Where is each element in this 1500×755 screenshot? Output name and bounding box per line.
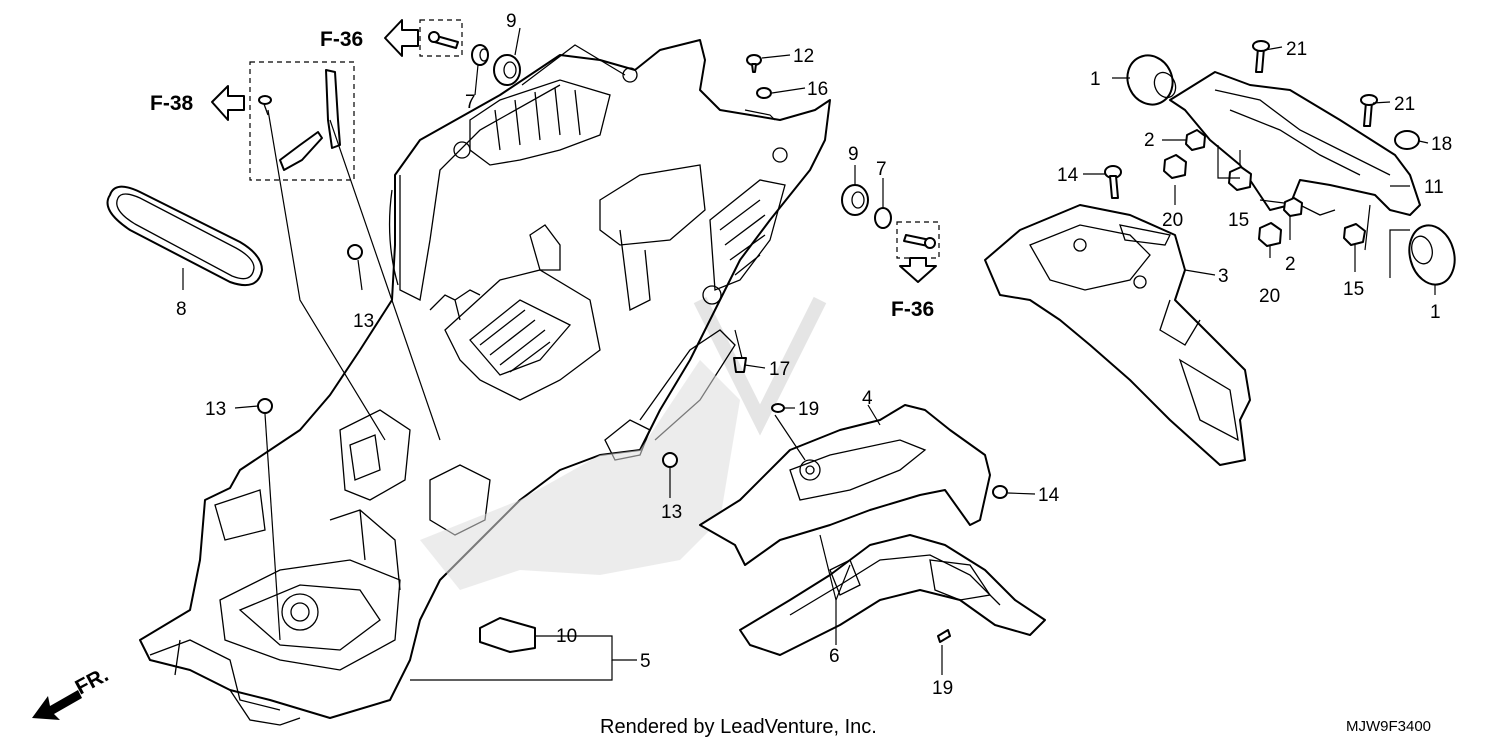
rear-fender-part: [139, 39, 831, 726]
label-1-b: 1: [1430, 302, 1441, 323]
label-19-b: 19: [932, 678, 953, 699]
label-2-b: 2: [1285, 254, 1296, 275]
label-17: 17: [769, 359, 790, 380]
mud-guard-part: [739, 534, 1046, 656]
label-21-a: 21: [1286, 39, 1307, 60]
front-arrow: [32, 690, 82, 720]
bolt-14-b: [992, 485, 1008, 499]
nut-15-b: [1343, 223, 1366, 246]
diagram-code: MJW9F3400: [1346, 718, 1432, 735]
bolt-21-b: [1360, 94, 1378, 127]
label-5: 5: [640, 651, 651, 672]
grommet-18: [1394, 130, 1420, 150]
collar-7-right: [874, 207, 892, 229]
reflector-right-part: [1408, 224, 1456, 286]
f36-top-arrow: [384, 19, 419, 57]
f36-top-box: [419, 19, 463, 57]
label-2-a: 2: [1144, 130, 1155, 151]
label-16: 16: [807, 79, 828, 100]
f38-group: [249, 61, 355, 181]
washer-16: [756, 87, 772, 99]
f38-arrow: [211, 85, 245, 121]
ref-f38: F-38: [150, 92, 194, 115]
label-14-b: 14: [1038, 485, 1060, 506]
ref-f36-right: F-36: [891, 298, 934, 321]
part-labels: 1 1 2 2 3 4 5 6 7 7 8 9 9 10 11 12 13 13…: [176, 11, 1452, 699]
label-14-a: 14: [1057, 165, 1079, 186]
label-11: 11: [1424, 177, 1444, 198]
bolt-13-a: [347, 244, 363, 260]
leader-lines: [182, 27, 1436, 681]
reflector-left-part: [1126, 54, 1177, 106]
label-7-a: 7: [465, 92, 476, 113]
label-13-b: 13: [205, 399, 226, 420]
reflector-stay-part: [1169, 71, 1421, 216]
label-12: 12: [793, 46, 814, 67]
cushion-part: [479, 617, 536, 653]
nut-2-b: [1283, 197, 1303, 217]
screw-12: [746, 54, 762, 73]
nut-20-b: [1258, 222, 1282, 247]
render-credit: Rendered by LeadVenture, Inc.: [600, 716, 877, 738]
ref-f36-top: F-36: [320, 28, 363, 51]
label-13-a: 13: [353, 311, 374, 332]
label-7-b: 7: [876, 159, 887, 180]
bolt-13-c: [662, 452, 678, 468]
label-20-a: 20: [1162, 210, 1183, 231]
label-13-c: 13: [661, 502, 682, 523]
grommet-9-left: [493, 54, 521, 86]
label-4: 4: [862, 388, 873, 409]
nut-2-a: [1185, 129, 1206, 151]
grommet-9-right: [841, 184, 869, 216]
label-18: 18: [1431, 134, 1452, 155]
label-21-b: 21: [1394, 94, 1415, 115]
label-9-b: 9: [848, 144, 859, 165]
label-19-a: 19: [798, 399, 819, 420]
license-bracket-part: [984, 204, 1251, 466]
screw-19-b: [937, 629, 951, 643]
label-9-a: 9: [506, 11, 517, 32]
collar-7-left: [471, 44, 489, 66]
fender-shading: [420, 360, 740, 590]
footer: Rendered by LeadVenture, Inc. MJW9F3400: [0, 716, 1500, 746]
bolt-21-a: [1252, 40, 1270, 73]
nut-20-a: [1163, 154, 1187, 179]
label-20-b: 20: [1259, 286, 1280, 307]
f36-right-arrow: [899, 257, 937, 283]
label-15-a: 15: [1228, 210, 1249, 231]
bolt-13-b: [257, 398, 273, 414]
label-6: 6: [829, 646, 840, 667]
label-1-a: 1: [1090, 69, 1101, 90]
label-8: 8: [176, 299, 187, 320]
stay-part: [699, 404, 991, 566]
label-15-b: 15: [1343, 279, 1364, 300]
bolt-f36-top: [428, 31, 459, 49]
bolt-f36-right: [903, 234, 936, 249]
watermark: [693, 296, 827, 436]
bolt-14-a: [1104, 165, 1122, 199]
seal-part: [106, 185, 263, 286]
label-10: 10: [556, 626, 577, 647]
label-3: 3: [1218, 266, 1229, 287]
